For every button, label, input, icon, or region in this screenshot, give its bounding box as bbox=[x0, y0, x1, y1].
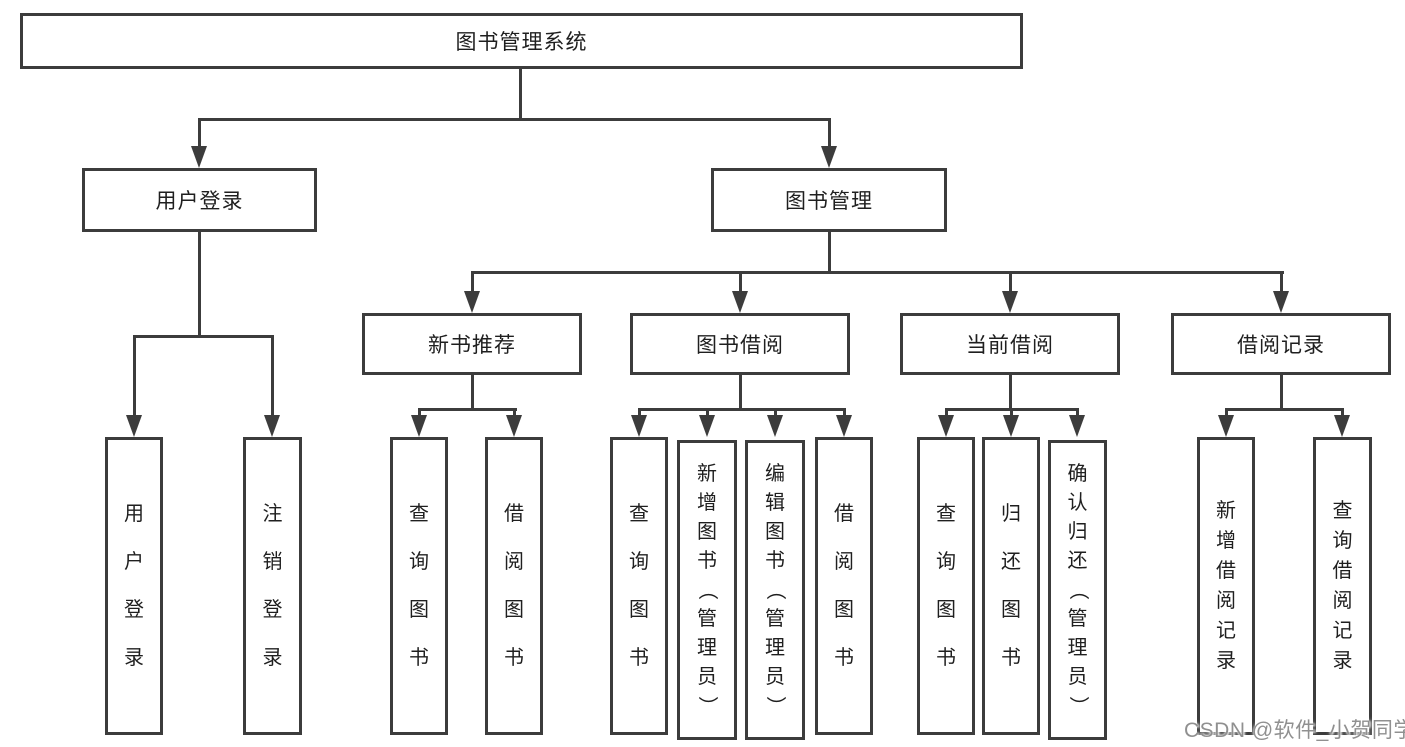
connector-to-leaf bbox=[774, 408, 777, 417]
leaf-edit-books-admin: 编辑图书（管理员） bbox=[745, 440, 805, 740]
leaf-query-books: 查询图书 bbox=[390, 437, 448, 735]
connector-to-leaf bbox=[843, 408, 846, 417]
leaf-edit-books-admin-label: 编辑图书（管理员） bbox=[764, 463, 786, 716]
arrow-down-icon bbox=[126, 415, 142, 437]
connector-to-current-borrow bbox=[1009, 271, 1012, 291]
arrow-down-icon bbox=[1273, 291, 1289, 313]
leaf-borrow-books-label: 借阅图书 bbox=[834, 503, 854, 669]
connector-to-leaf bbox=[1010, 408, 1013, 417]
node-current-borrow-label: 当前借阅 bbox=[966, 334, 1054, 357]
node-root: 图书管理系统 bbox=[20, 13, 1023, 69]
node-book-borrow: 图书借阅 bbox=[630, 313, 850, 375]
arrow-down-icon bbox=[1002, 291, 1018, 313]
arrow-down-icon bbox=[732, 291, 748, 313]
node-new-book-recommend-label: 新书推荐 bbox=[428, 334, 516, 357]
connector-borrow-records-branch bbox=[1225, 408, 1344, 411]
leaf-query-books: 查询图书 bbox=[917, 437, 975, 735]
arrow-down-icon bbox=[699, 415, 715, 437]
node-new-book-recommend: 新书推荐 bbox=[362, 313, 582, 375]
leaf-confirm-return-admin-label: 确认归还（管理员） bbox=[1066, 463, 1089, 716]
leaf-query-borrow-record-label: 查询借阅记录 bbox=[1332, 500, 1353, 672]
connector-to-leaf bbox=[418, 408, 421, 417]
node-book-management: 图书管理 bbox=[711, 168, 947, 232]
leaf-add-books-admin: 新增图书（管理员） bbox=[677, 440, 737, 740]
node-borrow-records: 借阅记录 bbox=[1171, 313, 1391, 375]
leaf-return-books-label: 归还图书 bbox=[1001, 503, 1021, 669]
arrow-down-icon bbox=[1003, 415, 1019, 437]
leaf-add-borrow-record: 新增借阅记录 bbox=[1197, 437, 1255, 735]
connector-to-leaf bbox=[1225, 408, 1228, 417]
leaf-add-borrow-record-label: 新增借阅记录 bbox=[1216, 500, 1236, 672]
connector-root-branch bbox=[198, 118, 831, 121]
connector-user-login-stem bbox=[198, 232, 201, 337]
leaf-query-books: 查询图书 bbox=[610, 437, 668, 735]
connector-user-login-branch bbox=[133, 335, 274, 338]
connector-to-leaf bbox=[271, 335, 274, 415]
connector-borrow-records-stem bbox=[1280, 375, 1283, 410]
arrow-down-icon bbox=[264, 415, 280, 437]
leaf-logout: 注销登录 bbox=[243, 437, 302, 735]
connector-to-leaf bbox=[706, 408, 709, 417]
leaf-borrow-books: 借阅图书 bbox=[815, 437, 873, 735]
arrow-down-icon bbox=[767, 415, 783, 437]
csdn-watermark: CSDN @软件_小贺同学 bbox=[1184, 719, 1405, 742]
node-book-management-label: 图书管理 bbox=[785, 190, 873, 213]
leaf-query-borrow-record: 查询借阅记录 bbox=[1313, 437, 1372, 735]
connector-book-mgmt-branch bbox=[471, 271, 1284, 274]
leaf-user-login-label: 用户登录 bbox=[124, 503, 144, 669]
connector-new-books-stem bbox=[471, 375, 474, 410]
arrow-down-icon bbox=[1069, 415, 1085, 437]
arrow-down-icon bbox=[821, 146, 837, 168]
arrow-down-icon bbox=[1218, 415, 1234, 437]
leaf-query-books-label: 查询图书 bbox=[629, 503, 649, 669]
arrow-down-icon bbox=[836, 415, 852, 437]
connector-to-borrow-records bbox=[1280, 271, 1283, 291]
node-book-borrow-label: 图书借阅 bbox=[696, 334, 784, 357]
arrow-down-icon bbox=[411, 415, 427, 437]
arrow-down-icon bbox=[938, 415, 954, 437]
leaf-add-books-admin-label: 新增图书（管理员） bbox=[696, 463, 718, 716]
node-user-login: 用户登录 bbox=[82, 168, 317, 232]
arrow-down-icon bbox=[1334, 415, 1350, 437]
connector-to-leaf bbox=[1341, 408, 1344, 417]
leaf-confirm-return-admin: 确认归还（管理员） bbox=[1048, 440, 1107, 740]
connector-book-borrow-stem bbox=[739, 375, 742, 410]
leaf-logout-label: 注销登录 bbox=[262, 503, 283, 669]
connector-current-borrow-stem bbox=[1009, 375, 1012, 410]
leaf-query-books-label: 查询图书 bbox=[409, 503, 429, 669]
connector-to-leaf bbox=[945, 408, 948, 417]
connector-to-leaf bbox=[513, 408, 516, 417]
leaf-borrow-books-label: 借阅图书 bbox=[504, 503, 524, 669]
leaf-user-login: 用户登录 bbox=[105, 437, 163, 735]
connector-to-new-books bbox=[471, 271, 474, 291]
node-root-label: 图书管理系统 bbox=[455, 31, 588, 54]
arrow-down-icon bbox=[506, 415, 522, 437]
connector-book-mgmt-stem bbox=[828, 232, 831, 274]
connector-to-leaf bbox=[133, 335, 136, 415]
connector-new-books-branch bbox=[418, 408, 517, 411]
arrow-down-icon bbox=[464, 291, 480, 313]
connector-to-book-mgmt bbox=[828, 118, 831, 148]
connector-to-book-borrow bbox=[739, 271, 742, 291]
leaf-borrow-books: 借阅图书 bbox=[485, 437, 543, 735]
connector-to-leaf bbox=[1076, 408, 1079, 417]
node-borrow-records-label: 借阅记录 bbox=[1237, 334, 1325, 357]
leaf-query-books-label: 查询图书 bbox=[936, 503, 956, 669]
node-current-borrow: 当前借阅 bbox=[900, 313, 1120, 375]
connector-book-borrow-branch bbox=[638, 408, 846, 411]
connector-to-leaf bbox=[638, 408, 641, 417]
connector-root-stem bbox=[519, 69, 522, 120]
arrow-down-icon bbox=[631, 415, 647, 437]
arrow-down-icon bbox=[191, 146, 207, 168]
connector-to-user-login bbox=[198, 118, 201, 148]
leaf-return-books: 归还图书 bbox=[982, 437, 1040, 735]
node-user-login-label: 用户登录 bbox=[155, 190, 244, 213]
